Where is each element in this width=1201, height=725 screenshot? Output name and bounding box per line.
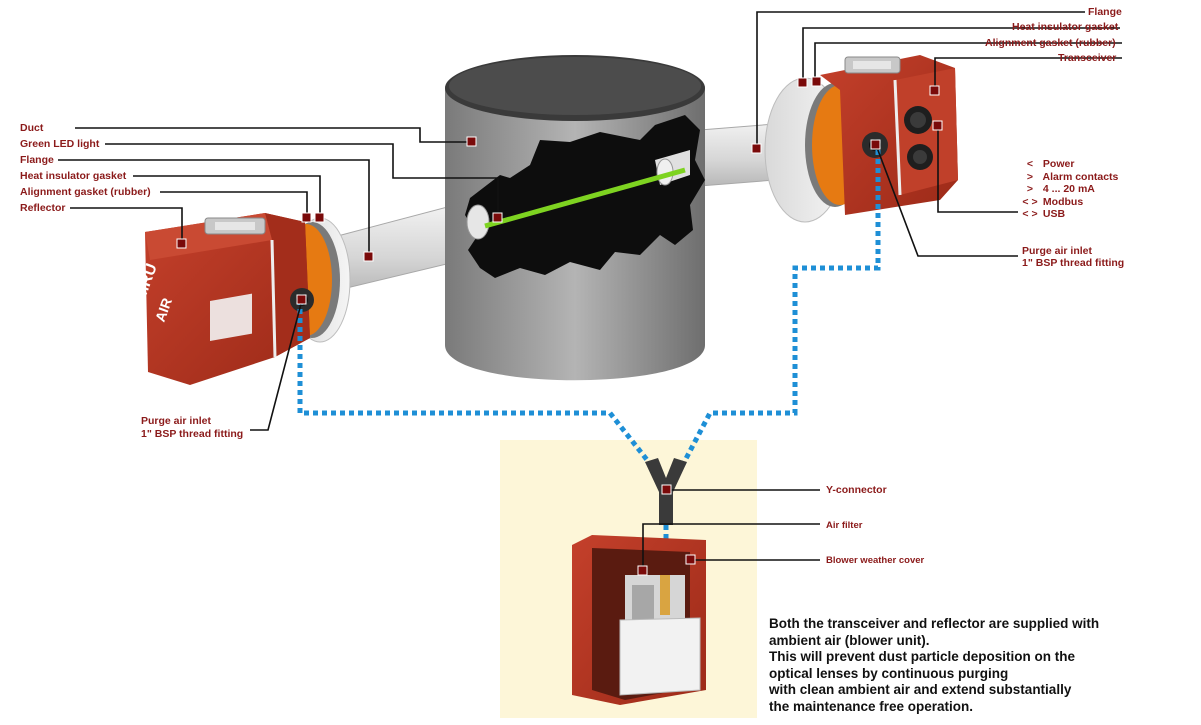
description-line: Both the transceiver and reflector are s… <box>769 616 1100 631</box>
description-line: ambient air (blower unit). <box>769 632 930 648</box>
description-line: This will prevent dust particle depositi… <box>769 649 1076 664</box>
connection-label: 4 ... 20 mA <box>1042 183 1095 195</box>
connection-item: < Power <box>1020 158 1118 171</box>
description-text: Both the transceiver and reflector are s… <box>769 616 1149 715</box>
purge-air-line-left <box>297 300 657 472</box>
label-flange-left: Flange <box>20 154 54 166</box>
label-align-gasket-right: Alignment gasket (rubber) <box>985 37 1116 49</box>
connection-label: Modbus <box>1042 195 1084 208</box>
label-flange-right: Flange <box>1088 6 1122 18</box>
label-markers <box>176 76 943 576</box>
label-purge-left-2: 1" BSP thread fitting <box>141 428 244 440</box>
label-purge-right-1: Purge air inlet <box>1022 245 1093 257</box>
purge-air-line-right <box>677 150 881 472</box>
description-line: optical lenses by continuous purging <box>769 665 1009 681</box>
reflector-unit: MRU AIR <box>132 213 351 385</box>
connection-label: Alarm contacts <box>1042 170 1119 183</box>
connection-item: > Alarm contacts <box>1020 171 1118 184</box>
label-heat-gasket-left: Heat insulator gasket <box>20 170 127 182</box>
connection-label: USB <box>1042 208 1066 220</box>
label-y-connector: Y-connector <box>826 484 887 496</box>
label-purge-left-1: Purge air inlet <box>141 415 212 427</box>
leader-lines <box>58 11 1122 572</box>
connection-symbol: < <box>1026 158 1034 170</box>
connection-item: > 4 ... 20 mA <box>1020 183 1118 196</box>
unit-logo-bottom: AIR <box>152 296 175 324</box>
connection-item: < > Modbus <box>1020 196 1118 209</box>
blower-unit <box>572 535 706 705</box>
duct <box>445 55 705 381</box>
label-purge-right-2: 1" BSP thread fitting <box>1022 257 1125 269</box>
label-align-gasket-left: Alignment gasket (rubber) <box>20 186 151 198</box>
label-reflector: Reflector <box>20 202 66 214</box>
connection-item: < > USB <box>1020 208 1118 221</box>
label-air-filter: Air filter <box>826 520 863 531</box>
connection-label: Power <box>1042 158 1075 170</box>
green-led-beam <box>484 167 686 229</box>
label-heat-gasket-right: Heat insulator gasket <box>1012 21 1119 33</box>
label-transceiver: Transceiver <box>1058 52 1117 64</box>
connection-symbol: > <box>1026 183 1034 195</box>
connection-symbol: < > <box>1022 208 1038 220</box>
connection-symbol: > <box>1026 170 1034 183</box>
label-duct: Duct <box>20 122 44 134</box>
description-line: with clean ambient air and extend substa… <box>769 682 1072 697</box>
label-green-led: Green LED light <box>20 138 100 150</box>
label-blower-cover: Blower weather cover <box>826 555 925 566</box>
description-line: the maintenance free operation. <box>769 698 974 714</box>
transceiver-unit <box>764 55 958 223</box>
connection-list: < Power > Alarm contacts > 4 ... 20 mA <… <box>1020 158 1118 221</box>
connection-symbol: < > <box>1022 195 1038 208</box>
